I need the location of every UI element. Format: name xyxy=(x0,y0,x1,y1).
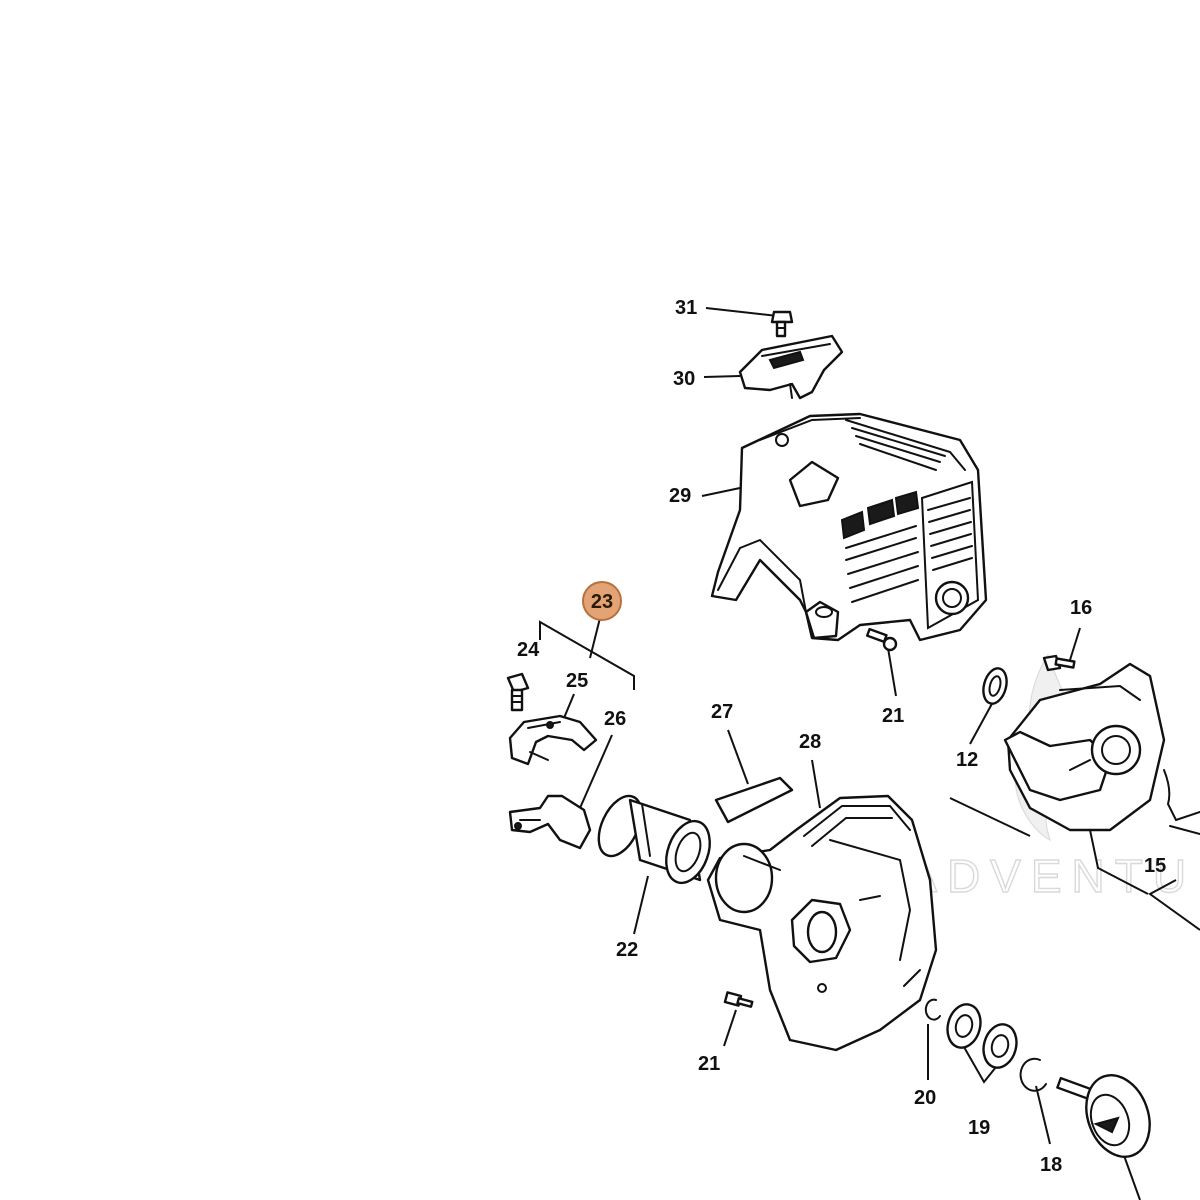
part-19-bearings[interactable] xyxy=(943,1001,1021,1084)
label-12[interactable]: 12 xyxy=(956,749,978,771)
label-31[interactable]: 31 xyxy=(675,297,697,319)
part-20-circlip[interactable] xyxy=(924,998,941,1080)
label-26[interactable]: 26 xyxy=(604,708,626,730)
part-15-crankcase[interactable] xyxy=(949,662,1200,931)
label-23: 23 xyxy=(591,591,613,613)
part-30-cover-cap[interactable] xyxy=(703,334,844,400)
part-23-assembly[interactable] xyxy=(539,617,635,690)
part-16-bolt[interactable] xyxy=(1042,627,1081,672)
label-28[interactable]: 28 xyxy=(799,731,821,753)
part-18-snap-ring[interactable] xyxy=(1019,1057,1051,1145)
highlight-circle xyxy=(582,581,622,621)
label-20[interactable]: 20 xyxy=(914,1087,936,1109)
label-15[interactable]: 15 xyxy=(1144,855,1166,877)
part-21-screw-lower[interactable] xyxy=(723,991,754,1047)
label-29[interactable]: 29 xyxy=(669,485,691,507)
label-24[interactable]: 24 xyxy=(517,639,540,661)
part-25-clamp-upper[interactable] xyxy=(508,693,598,766)
part-24-bolt[interactable] xyxy=(506,672,530,712)
label-19[interactable]: 19 xyxy=(968,1117,990,1139)
label-25[interactable]: 25 xyxy=(566,670,588,692)
label-21-upper[interactable]: 21 xyxy=(882,705,904,727)
label-21-lower[interactable]: 21 xyxy=(698,1053,720,1075)
part-21-screw-upper[interactable] xyxy=(865,627,898,697)
label-27[interactable]: 27 xyxy=(711,701,733,723)
part-31-screw[interactable] xyxy=(705,307,794,338)
clutch-drum[interactable] xyxy=(1056,1066,1160,1200)
label-16[interactable]: 16 xyxy=(1070,597,1092,619)
part-26-clamp-lower[interactable] xyxy=(508,734,613,850)
label-22[interactable]: 22 xyxy=(616,939,638,961)
label-30[interactable]: 30 xyxy=(673,368,695,390)
highlight-badge-23[interactable]: 23 xyxy=(582,581,622,621)
label-18[interactable]: 18 xyxy=(1040,1154,1062,1176)
part-12-seal[interactable] xyxy=(969,666,1010,745)
part-labels: 31 30 29 24 25 26 21 16 12 27 28 15 22 2… xyxy=(517,297,1166,1176)
part-28-fan-housing[interactable] xyxy=(706,759,938,1052)
part-27-gasket[interactable] xyxy=(714,729,794,824)
part-29-engine-shroud[interactable] xyxy=(701,412,988,642)
part-22-intake-boot[interactable] xyxy=(590,789,718,935)
